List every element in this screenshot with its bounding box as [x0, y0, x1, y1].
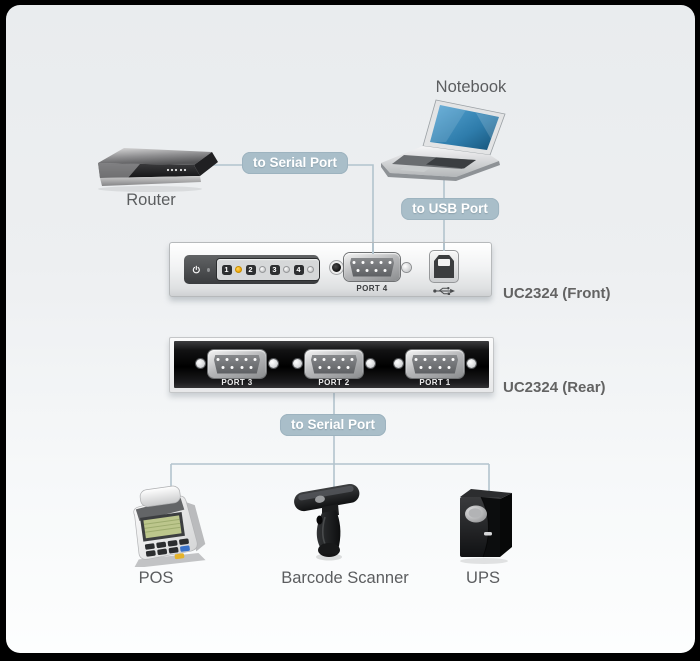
uc2324-front-label: UC2324 (Front): [503, 285, 611, 302]
serial-port-3-connector: [208, 350, 266, 378]
led-indicator-4: [307, 266, 314, 273]
uc2324-front-panel: 1 2 3 4 PORT 4: [169, 242, 492, 297]
led-number-1: 1: [221, 264, 232, 275]
uc2324-rear-panel: PORT 3 PORT 2 PORT 1: [169, 337, 494, 393]
led-number-3: 3: [269, 264, 280, 275]
screw-icon: [196, 359, 205, 368]
uc2324-rear-label: UC2324 (Rear): [503, 379, 606, 396]
screw-icon: [467, 359, 476, 368]
screw-icon: [366, 359, 375, 368]
badge-to-usb-port: to USB Port: [401, 198, 499, 220]
power-led: [206, 267, 210, 272]
notebook-label: Notebook: [435, 78, 507, 96]
connection-lines: [170, 164, 490, 495]
barcode-scanner-label: Barcode Scanner: [281, 569, 409, 587]
power-icon: [192, 265, 200, 273]
port2-label: PORT 2: [318, 378, 350, 387]
router-label: Router: [126, 191, 176, 209]
usb-b-port: [429, 250, 459, 283]
screw-icon: [293, 359, 302, 368]
port3-label: PORT 3: [221, 378, 253, 387]
usb-b-cavity: [434, 255, 454, 278]
db9-pins: [350, 257, 394, 277]
notebook-image: [381, 99, 506, 181]
led-number-4: 4: [293, 264, 304, 275]
line-stub-port4: [372, 243, 374, 254]
led-indicator-1: [235, 266, 242, 273]
line-stub-usb: [443, 243, 445, 251]
ups-image: [460, 489, 512, 564]
front-led-module: 1 2 3 4: [184, 255, 319, 284]
screw-icon: [269, 359, 278, 368]
port-led-box: 1 2 3 4: [216, 259, 319, 280]
router-image: [98, 148, 218, 192]
barcode-scanner-illustration: [289, 479, 369, 567]
ups-label: UPS: [466, 569, 500, 587]
db9-pins: [311, 354, 357, 374]
serial-port-4-connector: [344, 253, 400, 281]
led-indicator-2: [259, 266, 266, 273]
badge-to-serial-port-bottom: to Serial Port: [279, 414, 387, 436]
db9-pins: [412, 354, 458, 374]
router-illustration: [88, 143, 223, 193]
pos-image: [133, 485, 206, 569]
ups-illustration: [454, 485, 518, 565]
usb-trident-icon: [433, 287, 455, 295]
serial-port-2-connector: [305, 350, 363, 378]
screw-icon: [332, 263, 341, 272]
serial-port-1-connector: [406, 350, 464, 378]
db9-pins: [214, 354, 260, 374]
screw-icon: [402, 263, 411, 272]
screw-icon: [394, 359, 403, 368]
notebook-illustration: [378, 97, 508, 182]
port1-label: PORT 1: [419, 378, 451, 387]
badge-to-serial-port-top: to Serial Port: [241, 152, 349, 174]
led-indicator-3: [283, 266, 290, 273]
port4-label: PORT 4: [356, 284, 388, 293]
pos-label: POS: [138, 569, 174, 587]
line-router-to-port4: [211, 164, 374, 253]
led-number-2: 2: [245, 264, 256, 275]
diagram-canvas: to Serial Port to USB Port to Serial Por…: [6, 5, 695, 653]
pos-illustration: [118, 475, 218, 569]
barcode-scanner-image: [294, 483, 360, 561]
